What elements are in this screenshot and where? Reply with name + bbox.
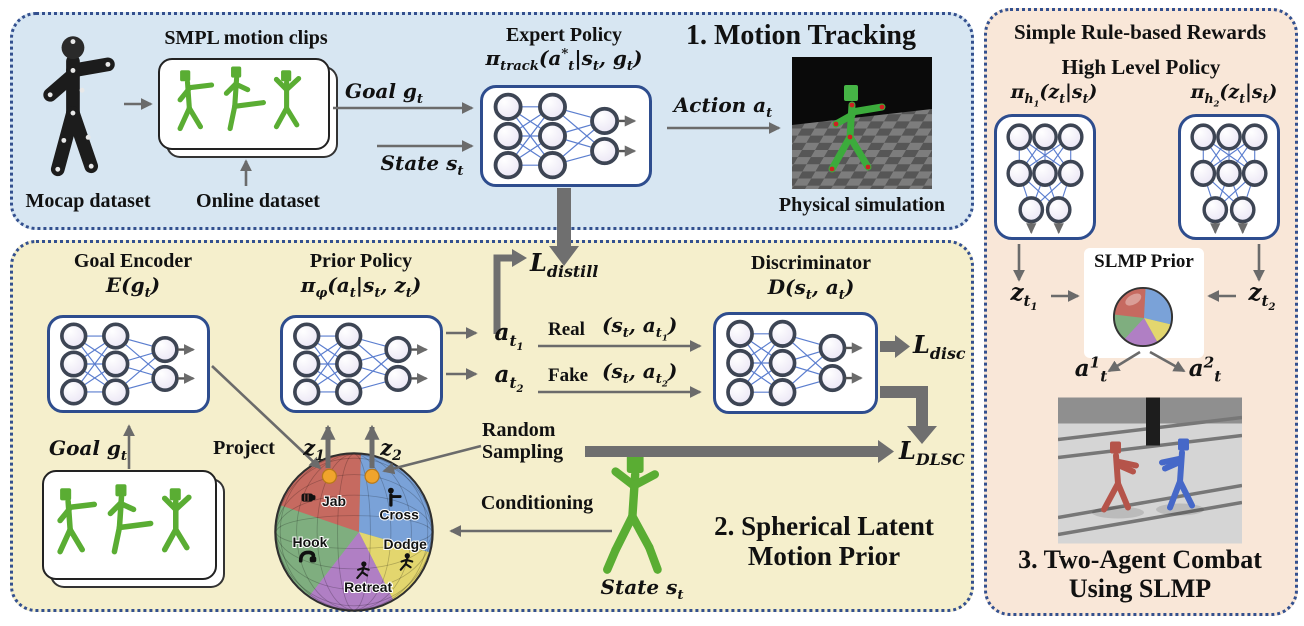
goal-motion-card — [42, 470, 217, 580]
hook-region-label: Hook — [293, 534, 328, 550]
loss-disc-label: Ldisc — [913, 330, 966, 363]
discriminator-formula: D(st, at) — [767, 275, 855, 303]
goal-encoder-title: Goal Encoder — [73, 250, 193, 272]
latent-sphere: Jab Cross Hook Dodge Retreat — [272, 450, 436, 614]
hlp2-formula: πh2(zt|st) — [1190, 81, 1278, 109]
slmp-prior-sphere — [1112, 286, 1174, 348]
green-motion-figures — [177, 66, 302, 132]
prior-policy-formula: πφ(at|st, zt) — [300, 273, 422, 301]
physical-simulation-label: Physical simulation — [778, 194, 946, 216]
prior-policy-network — [280, 315, 443, 413]
discriminator-title: Discriminator — [751, 252, 871, 274]
combat-title: 3. Two-Agent Combat Using SLMP — [1018, 545, 1262, 603]
high-level-policy-title: High Level Policy — [1061, 55, 1221, 79]
slmp-prior-label: SLMP Prior — [1094, 251, 1194, 272]
running-person-icon-2 — [356, 561, 370, 579]
loss-dlsc-label: LDLSC — [899, 436, 965, 469]
green-motion-figures-2 — [57, 484, 192, 555]
rewards-title: Simple Rule-based Rewards — [1013, 20, 1266, 44]
fake-pair-label: (st, at2) — [602, 359, 678, 390]
random-sampling-label: Random Sampling — [482, 419, 564, 463]
action-at2-label: at2 — [494, 361, 524, 395]
aiming-person-icon — [388, 487, 402, 507]
dodge-region-label: Dodge — [384, 536, 428, 552]
goal-gt-label: Goal gt — [344, 79, 424, 107]
real-pair-label: (st, at1) — [602, 313, 678, 344]
hook-region — [275, 505, 359, 597]
zt2-label: zt2 — [1248, 279, 1276, 313]
z1-label: z1 — [303, 435, 325, 465]
goal-encoder-network — [47, 315, 210, 413]
mocap-dataset-label: Mocap dataset — [25, 190, 151, 212]
action-at1-label: at1 — [494, 319, 524, 353]
combat-arena-image — [1058, 397, 1242, 544]
physical-simulation-image — [792, 56, 932, 190]
online-dataset-label: Online dataset — [196, 190, 320, 212]
running-person-icon — [399, 553, 414, 571]
conditioning-label: Conditioning — [480, 492, 594, 514]
ring-post — [1146, 397, 1160, 446]
blue-agent — [1159, 438, 1195, 511]
z1-dot — [321, 468, 337, 484]
zt1-label: zt1 — [1010, 279, 1038, 313]
hlp1-network — [994, 114, 1096, 240]
fake-label: Fake — [548, 365, 589, 386]
state-st-label: State st — [380, 151, 464, 179]
retreat-region-label: Retreat — [344, 579, 392, 595]
smpl-motion-clips-title: SMPL motion clips — [164, 27, 328, 49]
joint-markers — [829, 102, 885, 172]
expert-policy-network — [480, 85, 652, 187]
jab-region — [280, 453, 361, 532]
project-label: Project — [213, 437, 275, 459]
mocap-person-photo — [26, 34, 126, 186]
jab-region-label: Jab — [322, 493, 346, 509]
retreat-region — [308, 532, 394, 611]
latent-sample-dots — [321, 468, 380, 484]
hook-arm-icon — [298, 550, 317, 563]
a2-label: a2t — [1188, 353, 1222, 386]
state-boxer-figure — [594, 452, 682, 578]
goal-encoder-formula: E(gt) — [105, 273, 161, 301]
motion-tracking-title: 1. Motion Tracking — [686, 20, 916, 51]
cross-region-label: Cross — [379, 507, 419, 523]
red-agent — [1101, 441, 1139, 513]
z2-label: z2 — [380, 435, 402, 465]
goal-gt-label-2: Goal gt — [48, 436, 128, 464]
mocap-markers — [47, 39, 111, 172]
fist-icon — [301, 493, 316, 502]
expert-policy-title: Expert Policy — [505, 24, 623, 46]
expert-policy-formula: πtrack(a*t|st, gt) — [485, 46, 643, 74]
slmp-title: 2. Spherical Latent Motion Prior — [714, 511, 934, 571]
prior-policy-title: Prior Policy — [309, 250, 413, 272]
hlp1-formula: πh1(zt|st) — [1010, 81, 1098, 109]
a1-label: a1t — [1074, 353, 1108, 386]
loss-distill-label: Ldistill — [530, 248, 599, 281]
real-label: Real — [548, 319, 585, 340]
hlp2-network — [1178, 114, 1280, 240]
z2-dot — [364, 468, 380, 484]
smpl-motion-clips-card — [158, 58, 330, 150]
action-at-label: Action at — [673, 93, 773, 121]
discriminator-network — [713, 312, 878, 414]
state-st-label-2: State st — [600, 575, 684, 603]
dodge-region — [358, 532, 431, 601]
